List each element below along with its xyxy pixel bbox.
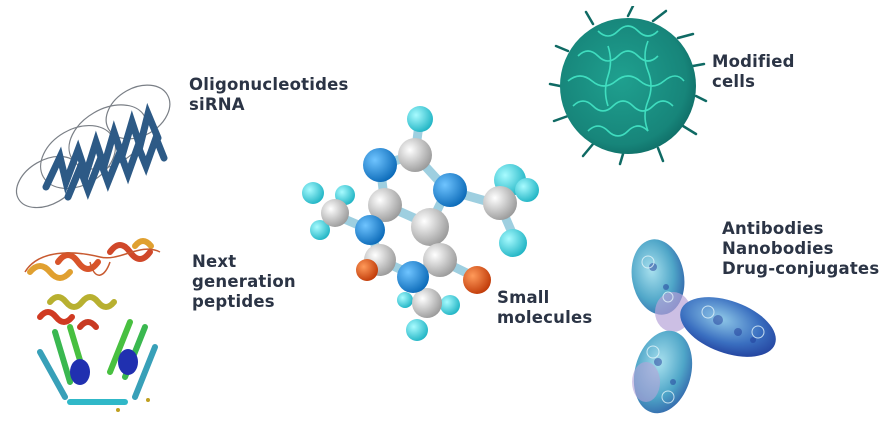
label-line: Next (192, 252, 237, 271)
label-oligonucleotides: Oligonucleotides siRNA (189, 75, 349, 115)
label-line: Oligonucleotides (189, 75, 349, 94)
label-line: Drug-conjugates (722, 259, 880, 278)
label-line: molecules (497, 308, 593, 327)
label-small-molecules: Small molecules (497, 288, 592, 328)
antibody-icon (631, 239, 776, 414)
label-line: siRNA (189, 95, 245, 114)
label-antibodies: Antibodies Nanobodies Drug-conjugates (722, 219, 879, 279)
label-modified-cells: Modified cells (712, 52, 795, 92)
molecule-icon (302, 106, 539, 341)
label-line: cells (712, 72, 756, 91)
cell-icon (548, 6, 708, 166)
label-line: Small (497, 288, 550, 307)
double-helix-icon (15, 84, 171, 209)
label-line: generation (192, 272, 296, 291)
label-line: peptides (192, 292, 275, 311)
label-line: Nanobodies (722, 239, 834, 258)
label-line: Modified (712, 52, 795, 71)
protein-structure-icon (24, 238, 161, 412)
label-line: Antibodies (722, 219, 824, 238)
label-peptides: Next generation peptides (192, 252, 296, 312)
